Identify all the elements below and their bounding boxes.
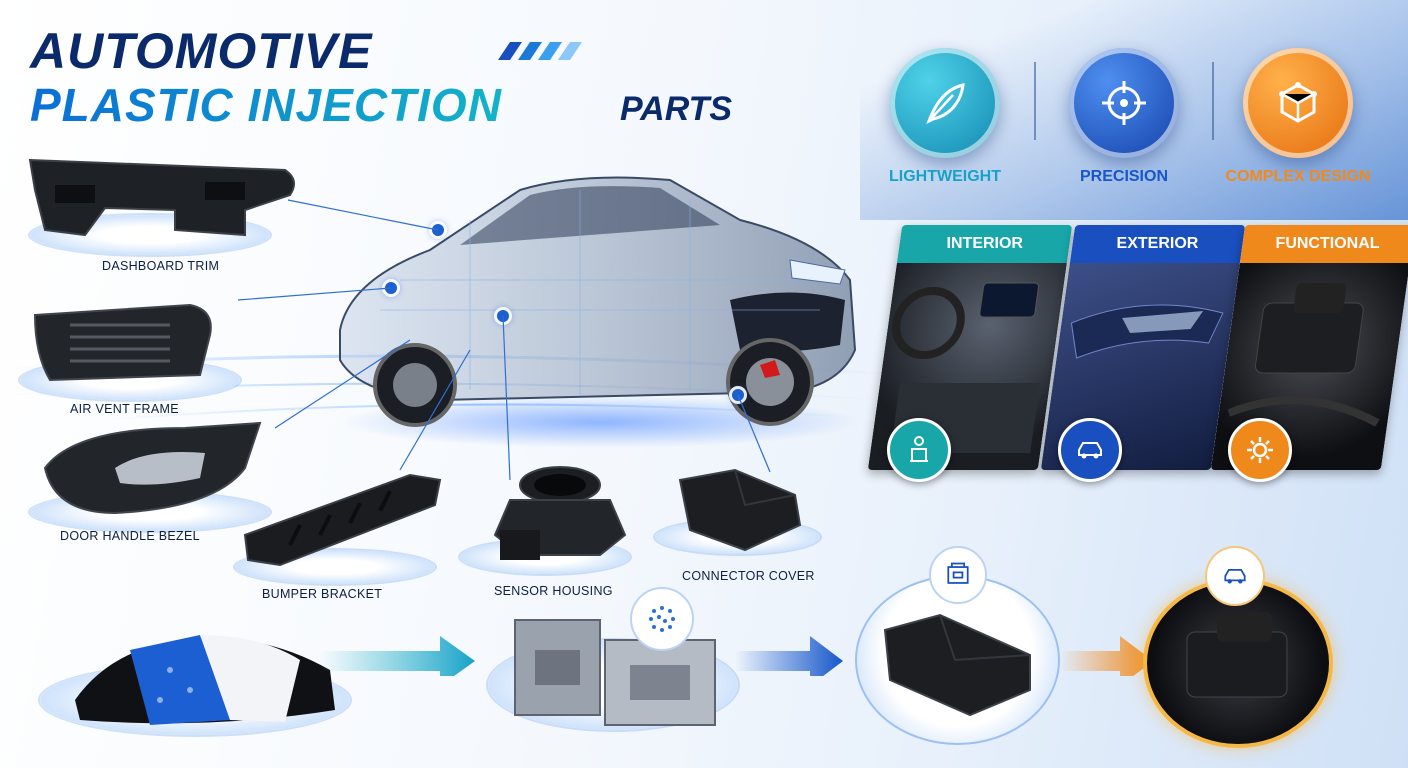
- panel-exterior: EXTERIOR: [1040, 225, 1246, 470]
- machine-icon: [947, 562, 969, 584]
- process-arrow-2: [735, 636, 843, 676]
- feature-label: LIGHTWEIGHT: [889, 168, 1001, 185]
- exterior-photo: [1040, 263, 1240, 470]
- part-label-bumper-bracket: BUMPER BRACKET: [262, 587, 383, 601]
- title-line-1: AUTOMOTIVE: [30, 23, 373, 79]
- seat-icon-badge: [887, 418, 951, 482]
- mold-icon-badge: [630, 587, 694, 651]
- part-label-door-handle-bezel: DOOR HANDLE BEZEL: [60, 529, 200, 543]
- feature-label: PRECISION: [1079, 168, 1168, 185]
- car-icon-badge: [1205, 546, 1265, 606]
- functional-photo: [1210, 263, 1408, 470]
- dots-pattern-icon: [649, 606, 675, 632]
- molded-connector-part: [883, 613, 1031, 717]
- car-icon-badge: [1058, 418, 1122, 482]
- title-stripes: [498, 42, 582, 60]
- process-arrow-1: [320, 636, 475, 676]
- part-label-dashboard-trim: DASHBOARD TRIM: [102, 259, 220, 273]
- feature-precision: [1069, 48, 1179, 158]
- part-label-air-vent-frame: AIR VENT FRAME: [70, 402, 179, 416]
- installed-part-circle: [1143, 578, 1333, 748]
- sensor-housing-part: [493, 466, 627, 560]
- feature-complex-design: [1243, 48, 1353, 158]
- panel-functional: FUNCTIONAL: [1210, 225, 1408, 470]
- plastic-pellets: [75, 635, 335, 725]
- door-handle-bezel-part: [43, 421, 262, 515]
- installed-engine-illustration: [1186, 612, 1288, 698]
- bumper-bracket-part: [243, 473, 442, 567]
- car-icon: [1078, 442, 1102, 459]
- feather-icon: [926, 83, 965, 125]
- car-icon: [1224, 568, 1246, 584]
- process-arrow-3: [1060, 636, 1153, 676]
- part-label-connector-cover: CONNECTOR COVER: [682, 569, 815, 583]
- seat-icon: [910, 436, 928, 462]
- part-label-sensor-housing: SENSOR HOUSING: [494, 584, 613, 598]
- transparent-car-illustration: [339, 176, 860, 448]
- dashboard-trim-part: [28, 158, 295, 237]
- feature-lightweight: [890, 48, 1000, 158]
- gear-icon-badge: [1228, 418, 1292, 482]
- feature-label: COMPLEX DESIGN: [1225, 168, 1371, 185]
- title-line-2-suffix: PARTS: [620, 90, 733, 128]
- engine-bay-illustration: [1227, 283, 1380, 427]
- divider: [1034, 62, 1036, 140]
- divider: [1212, 62, 1214, 140]
- cube-network-icon: [1279, 82, 1317, 123]
- title-line-2: PLASTIC INJECTION: [30, 79, 502, 131]
- headlight-illustration: [1070, 304, 1224, 359]
- machine-icon-badge: [929, 546, 987, 604]
- injection-mold: [514, 619, 716, 726]
- gear-icon: [1247, 437, 1273, 463]
- connector-cover-part: [678, 468, 802, 552]
- air-vent-frame-part: [33, 303, 212, 382]
- crosshair-icon: [1102, 81, 1146, 125]
